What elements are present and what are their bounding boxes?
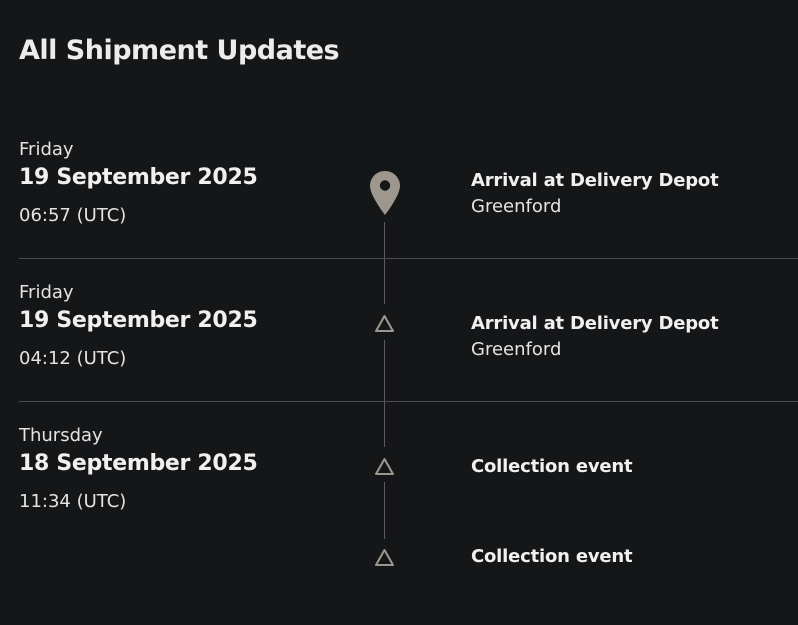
triangle-icon: [375, 458, 394, 475]
update-weekday: Friday: [19, 282, 74, 303]
triangle-icon: [375, 315, 394, 332]
update-time: 04:12 (UTC): [19, 348, 127, 369]
update-datetime: Thursday 18 September 2025 11:34 (UTC): [19, 425, 258, 513]
page-title: All Shipment Updates: [19, 35, 340, 66]
event-location: Greenford: [471, 196, 562, 217]
update-time: 11:34 (UTC): [19, 491, 127, 512]
event-location: Greenford: [471, 339, 562, 360]
update-date: 19 September 2025: [19, 165, 258, 190]
row-divider: [19, 401, 798, 402]
event-title: Collection event: [471, 546, 633, 567]
event-title: Collection event: [471, 456, 633, 477]
update-event: Collection event: [471, 454, 633, 480]
event-title: Arrival at Delivery Depot: [471, 170, 719, 191]
update-time: 06:57 (UTC): [19, 205, 127, 226]
update-datetime: Friday 19 September 2025 06:57 (UTC): [19, 139, 258, 227]
event-title: Arrival at Delivery Depot: [471, 313, 719, 334]
update-date: 18 September 2025: [19, 451, 258, 476]
triangle-icon: [375, 549, 394, 566]
update-event: Arrival at Delivery Depot Greenford: [471, 311, 719, 363]
update-weekday: Friday: [19, 139, 74, 160]
timeline-connector: [384, 482, 385, 539]
timeline-connector: [384, 222, 385, 304]
timeline-connector: [384, 340, 385, 447]
update-event: Arrival at Delivery Depot Greenford: [471, 168, 719, 220]
update-date: 19 September 2025: [19, 308, 258, 333]
update-datetime: Friday 19 September 2025 04:12 (UTC): [19, 282, 258, 370]
update-weekday: Thursday: [19, 425, 103, 446]
row-divider: [19, 258, 798, 259]
update-event: Collection event: [471, 544, 633, 570]
location-pin-icon: [370, 171, 400, 215]
